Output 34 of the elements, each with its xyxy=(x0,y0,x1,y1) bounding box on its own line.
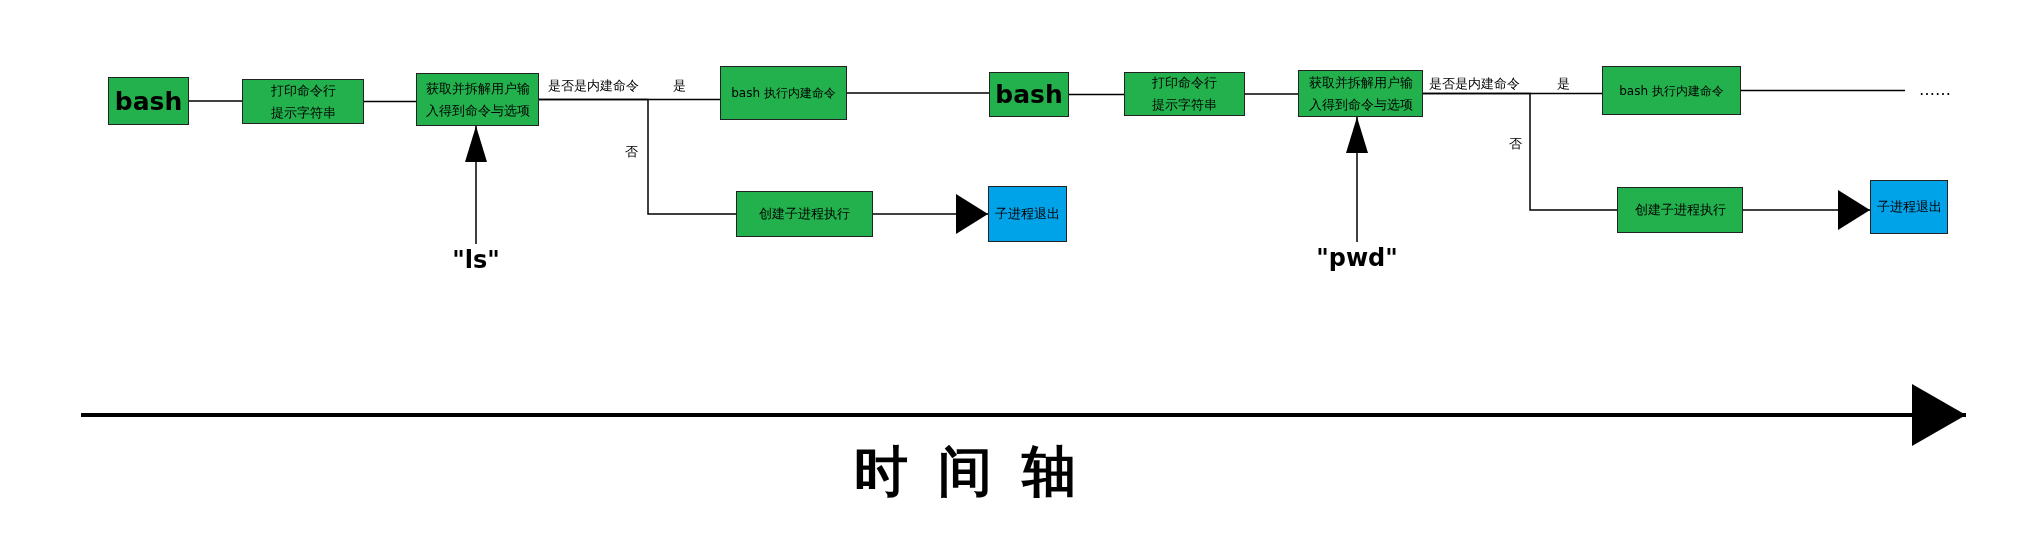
process-box: bash 执行内建命令 xyxy=(720,66,847,120)
connector-line xyxy=(1068,93,1125,96)
connector-line xyxy=(1422,92,1618,211)
process-box: 创建子进程执行 xyxy=(736,191,873,237)
edge-label: 否 xyxy=(1508,136,1523,152)
edge-label: 是 xyxy=(1556,76,1571,92)
decision-label: 是否是内建命令 xyxy=(1428,76,1521,92)
ellipsis-text: …… xyxy=(1905,78,1965,100)
arrow xyxy=(1742,190,1871,230)
process-box: bash xyxy=(108,77,189,125)
end-box: 子进程退出 xyxy=(988,186,1067,242)
process-box: bash xyxy=(989,72,1069,117)
arrow xyxy=(465,125,487,245)
process-box: 打印命令行提示字符串 xyxy=(242,79,364,124)
connector-line xyxy=(846,92,990,94)
process-box: 获取并拆解用户输入得到命令与选项 xyxy=(1298,70,1423,117)
edge-label: 否 xyxy=(624,144,639,160)
connector-line xyxy=(188,100,243,102)
arrow xyxy=(872,194,989,234)
connector-line xyxy=(1740,89,1906,92)
edge-label: 是 xyxy=(672,78,687,94)
axis-label: 时间轴 xyxy=(853,440,1107,504)
process-box: 获取并拆解用户输入得到命令与选项 xyxy=(416,73,539,126)
connector-line xyxy=(1244,93,1299,95)
process-box: 创建子进程执行 xyxy=(1617,187,1743,233)
process-box: 打印命令行提示字符串 xyxy=(1124,72,1245,116)
input-text: "pwd" xyxy=(1312,242,1402,274)
decision-label: 是否是内建命令 xyxy=(547,78,640,94)
connector-line xyxy=(363,100,417,103)
connector-line xyxy=(538,98,737,215)
input-text: "ls" xyxy=(446,244,506,276)
end-box: 子进程退出 xyxy=(1870,180,1948,234)
arrow xyxy=(1346,116,1368,243)
process-box: bash 执行内建命令 xyxy=(1602,66,1741,115)
